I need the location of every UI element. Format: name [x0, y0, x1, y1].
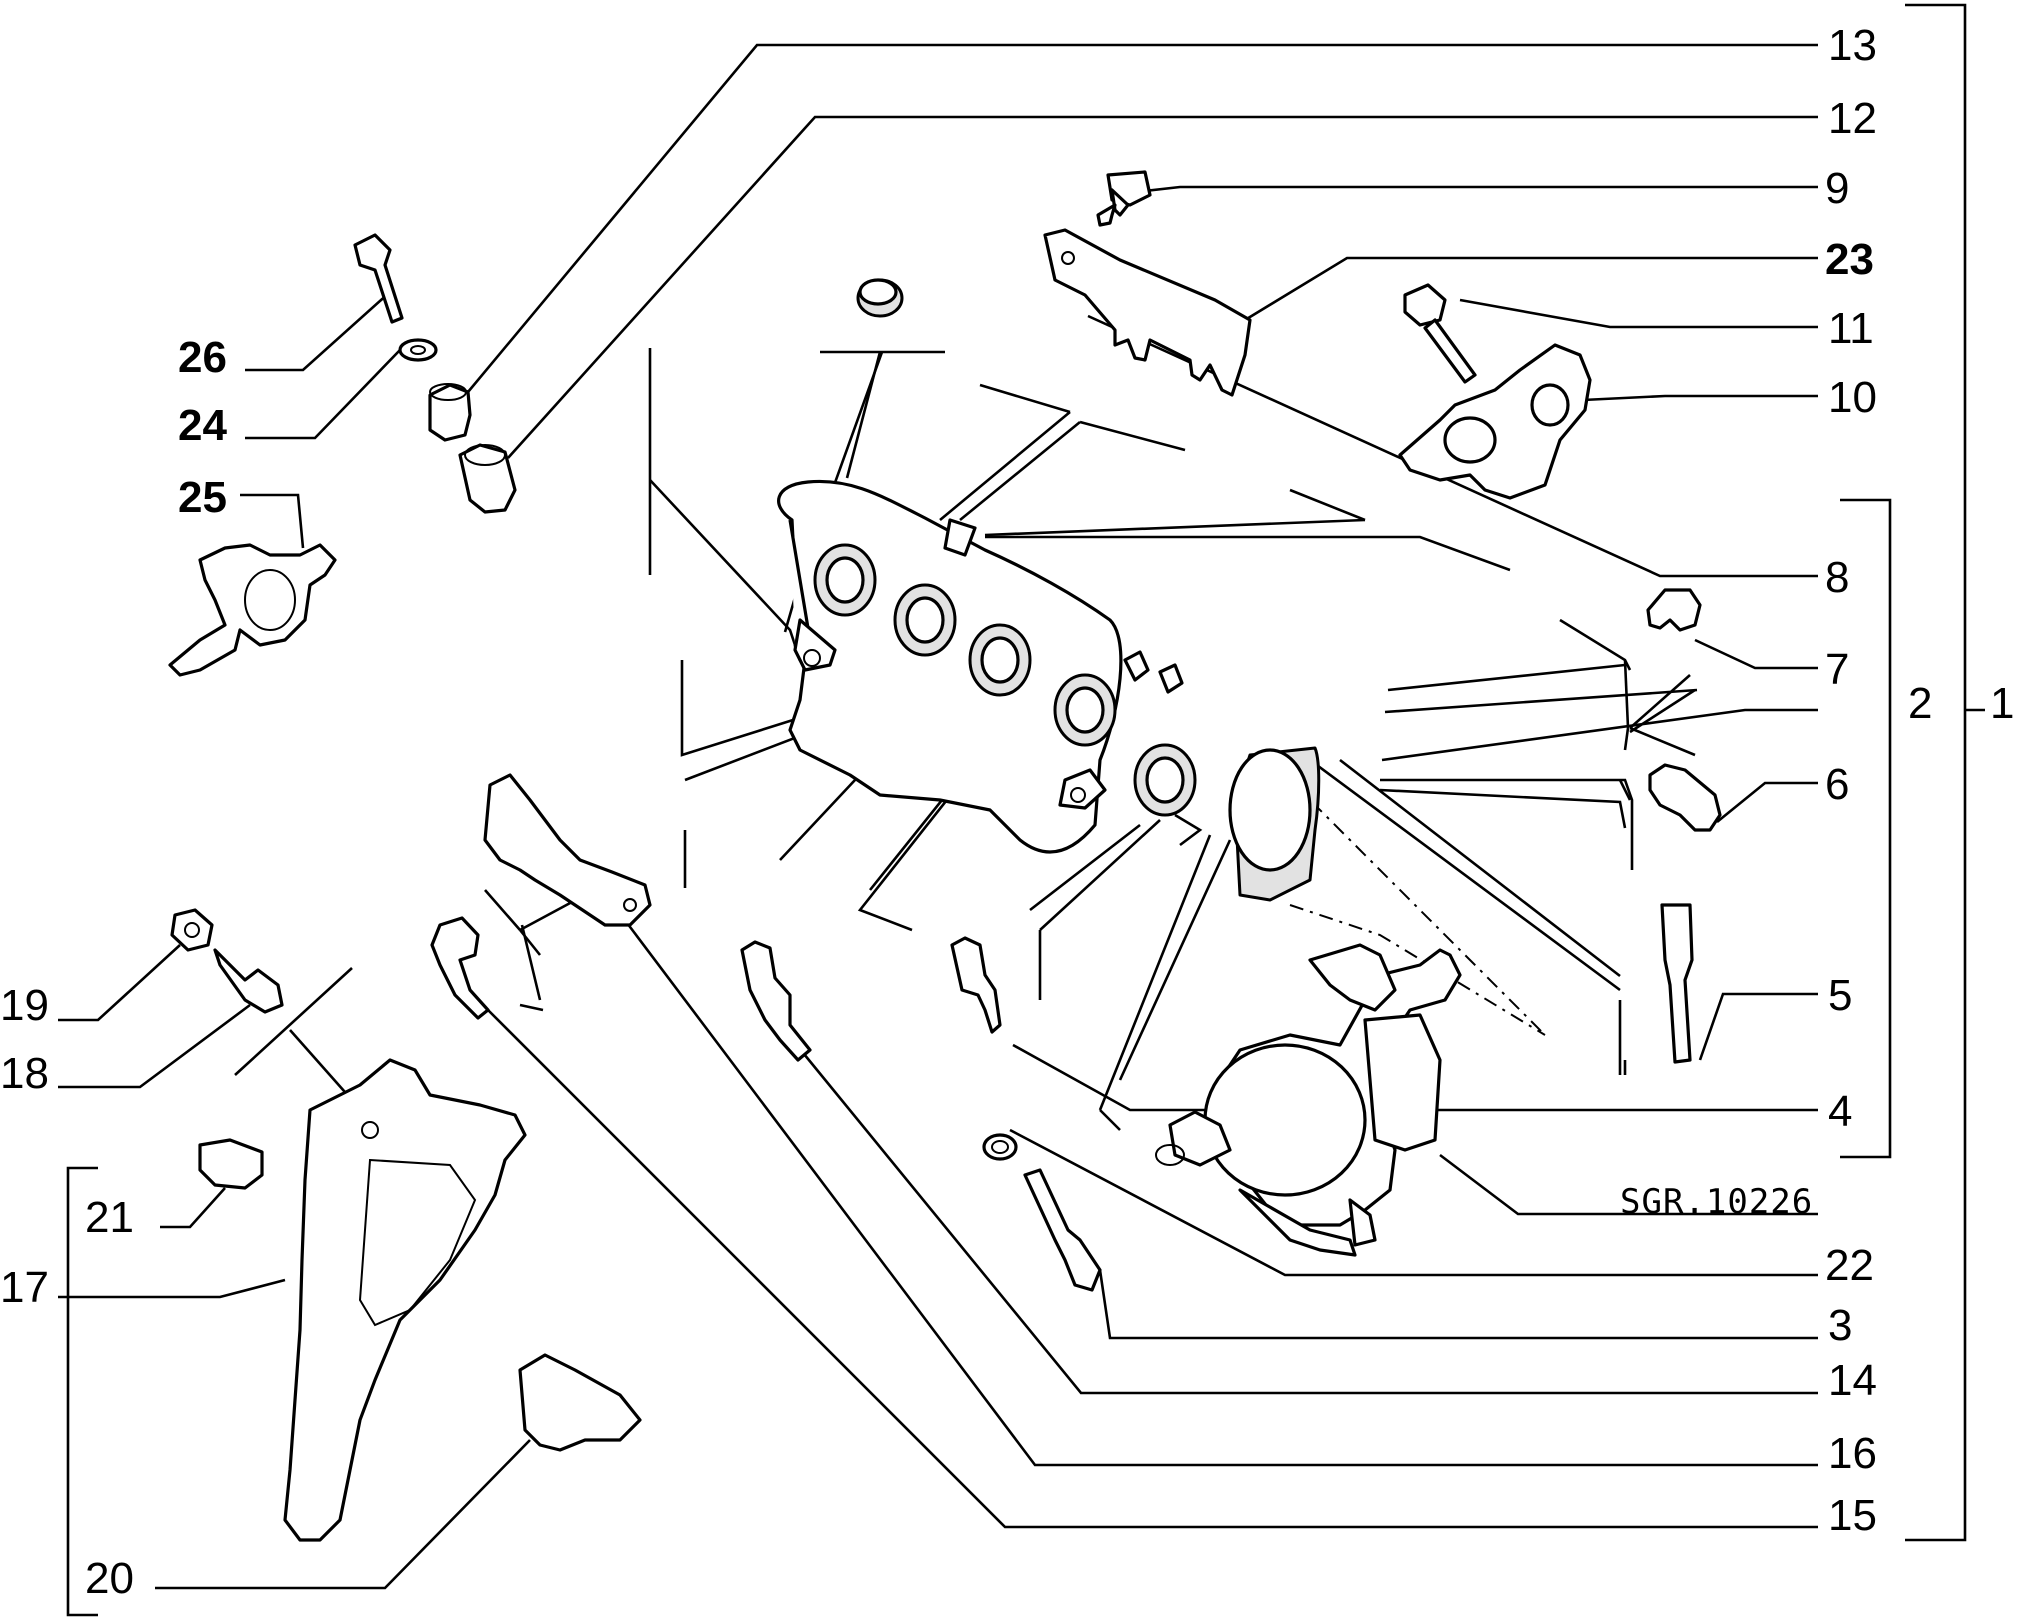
callout-14: 14: [1828, 1356, 1877, 1405]
leader-lines: [58, 43, 1818, 1590]
washer-24: [398, 338, 438, 362]
callout-25: 25: [178, 473, 227, 522]
assembly-bracket-17: [66, 1166, 98, 1617]
temperature-sensor-3: [1023, 1168, 1102, 1292]
intake-manifold: [777, 479, 1321, 902]
callout-24: 24: [178, 401, 227, 450]
callout-7: 7: [1825, 645, 1849, 694]
callout-10: 10: [1828, 373, 1877, 422]
callout-18: 18: [0, 1049, 49, 1098]
callout-17: 17: [0, 1263, 49, 1312]
throttle-body-22: [1155, 943, 1462, 1257]
sensor-14: [740, 940, 812, 1062]
assembly-bracket-1: [1905, 3, 1985, 1542]
callout-13: 13: [1828, 21, 1877, 70]
bolt-26: [353, 233, 404, 324]
elbow-connector-6: [1648, 763, 1722, 832]
assembly-bracket-2: [1840, 498, 1892, 1159]
callout-19: 19: [0, 981, 49, 1030]
callout-22: 22: [1825, 1241, 1874, 1290]
callout-12: 12: [1828, 94, 1877, 143]
callout-15: 15: [1828, 1491, 1877, 1540]
bolt-9: [1096, 170, 1152, 227]
callout-labels: 13 12 9 23 11 10 8 7 2 1 6 5 4 SGR.10226…: [0, 21, 2014, 1603]
valve-4: [950, 936, 1002, 1034]
cap-8: [856, 278, 904, 318]
callout-8: 8: [1825, 553, 1849, 602]
callout-4: 4: [1828, 1087, 1852, 1136]
bracket-23: [1043, 228, 1252, 397]
clip-21: [198, 1138, 264, 1190]
callout-16: 16: [1828, 1429, 1877, 1478]
callout-23: 23: [1825, 235, 1874, 284]
callout-21: 21: [85, 1193, 134, 1242]
clamp-10: [1398, 343, 1592, 500]
bushing-13: [428, 383, 472, 442]
callout-5: 5: [1828, 971, 1852, 1020]
nut-19: [170, 908, 214, 952]
bracket-16: [483, 773, 652, 927]
bushing-12: [458, 443, 517, 514]
screw-11: [1403, 283, 1477, 384]
callout-20: 20: [85, 1554, 134, 1603]
valve-25: [168, 543, 337, 677]
callout-1: 1: [1990, 679, 2014, 728]
bracket-20: [518, 1353, 642, 1452]
bolt-18: [213, 948, 284, 1014]
callout-6: 6: [1825, 760, 1849, 809]
stud-5: [1660, 903, 1694, 1064]
bolt-15: [430, 916, 490, 1020]
callout-9: 9: [1825, 164, 1849, 213]
drawing-code: SGR.10226: [1620, 1182, 1813, 1222]
cover-17: [283, 1058, 527, 1542]
callout-26: 26: [178, 333, 227, 382]
washer-22: [982, 1133, 1018, 1161]
callout-11: 11: [1828, 304, 1874, 353]
callout-3: 3: [1828, 1301, 1852, 1350]
axis-line: [1289, 779, 1546, 1036]
elbow-connector-7: [1646, 588, 1702, 632]
callout-2: 2: [1908, 679, 1932, 728]
